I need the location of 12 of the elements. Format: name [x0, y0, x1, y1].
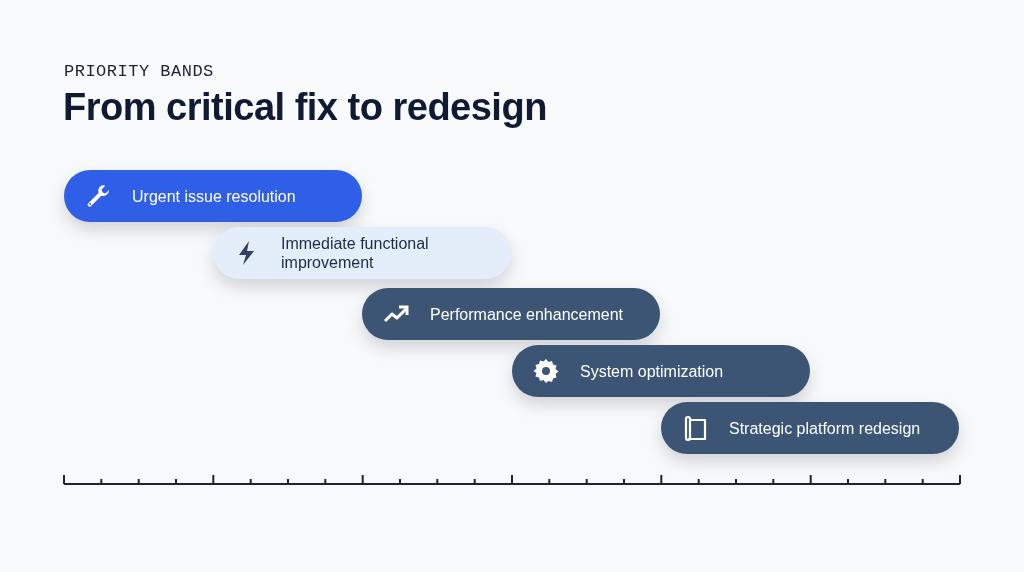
priority-band: [661, 402, 959, 454]
band-label: Performance enhancement: [430, 304, 624, 324]
priority-band: [64, 170, 362, 222]
title: From critical fix to redesign: [63, 86, 547, 129]
band-label: Strategic platform redesign: [729, 418, 922, 438]
band-label: Immediate functional improvement: [281, 234, 430, 272]
band-label: Urgent issue resolution: [132, 186, 297, 206]
priority-band: [213, 227, 511, 279]
eyebrow-label: PRIORITY BANDS: [64, 62, 214, 81]
priority-band: [512, 345, 810, 397]
band-label: System optimization: [580, 361, 725, 381]
priority-band: [362, 288, 660, 340]
